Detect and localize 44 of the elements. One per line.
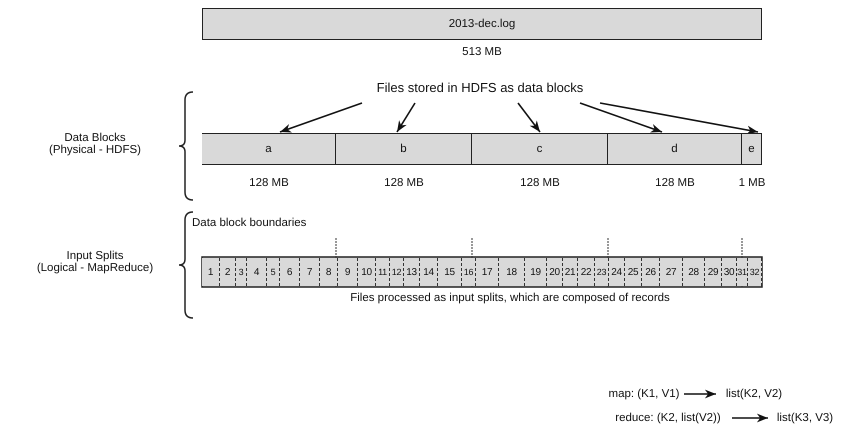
data-block: c xyxy=(472,133,608,165)
size-label: 128 MB xyxy=(384,177,424,189)
input-split-cell: 32 xyxy=(748,258,762,286)
row-label: Input Splits (Logical - MapReduce) xyxy=(36,250,154,274)
size-label: 513 MB xyxy=(462,46,502,58)
input-split-cell: 1 xyxy=(202,258,220,286)
size-label: 128 MB xyxy=(520,177,560,189)
arrow xyxy=(600,102,758,134)
input-split-cell: 21 xyxy=(563,258,578,286)
size-label: 128 MB xyxy=(249,177,289,189)
input-split-cell: 20 xyxy=(547,258,563,286)
text-label: reduce: (K2, list(V2)) xyxy=(606,410,730,426)
input-split-cell: 11 xyxy=(376,258,390,286)
input-split-cell: 30 xyxy=(722,258,737,286)
input-split-cell: 25 xyxy=(625,258,642,286)
arrow xyxy=(580,102,662,133)
arrow xyxy=(684,390,716,398)
note-text: Files processed as input splits, which are composed of records xyxy=(349,292,671,304)
text-label: Files stored in HDFS as data blocks xyxy=(322,80,638,104)
arrow xyxy=(280,102,362,133)
input-split-cell: 16 xyxy=(462,258,476,286)
input-split-cell: 12 xyxy=(390,258,404,286)
data-block: a xyxy=(202,133,336,165)
input-split-cell: 31 xyxy=(737,258,748,286)
arrow xyxy=(732,414,768,422)
row-label: Data Blocks (Physical - HDFS) xyxy=(48,132,142,156)
input-split-cell: 23 xyxy=(595,258,609,286)
input-split-cell: 13 xyxy=(404,258,420,286)
arrow xyxy=(517,102,541,132)
input-split-cell: 24 xyxy=(609,258,625,286)
input-split-cell: 22 xyxy=(578,258,595,286)
arrow xyxy=(396,102,416,132)
file-bar: 2013-dec.log xyxy=(202,8,762,40)
text-label: list(K3, V3) xyxy=(770,410,840,426)
data-block: b xyxy=(336,133,472,165)
size-label: 128 MB xyxy=(655,177,695,189)
boundary-label: Data block boundaries xyxy=(192,217,308,229)
data-block: e xyxy=(742,133,762,165)
text-label: map: (K1, V1) xyxy=(606,386,682,402)
data-block: d xyxy=(608,133,742,165)
input-split-cell: 3 xyxy=(236,258,247,286)
size-label: 1 MB xyxy=(738,177,766,189)
text-label: list(K2, V2) xyxy=(718,386,790,402)
input-split-cell: 29 xyxy=(705,258,722,286)
